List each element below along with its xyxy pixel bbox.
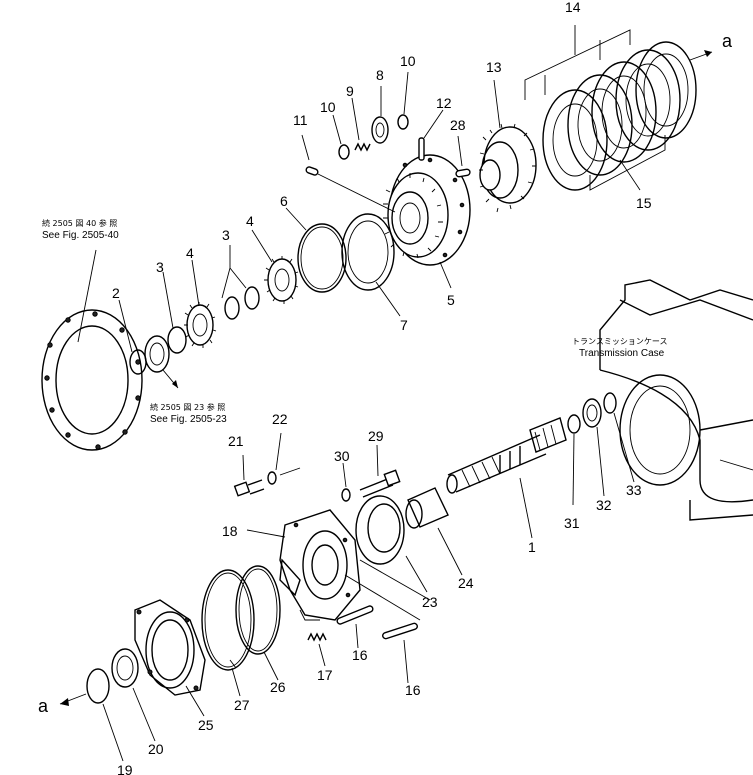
pin-16b: [382, 622, 418, 640]
ref-fig-2505-40-jp: 続 2505 図 40 参 照: [42, 218, 117, 228]
label-part-24: 24: [458, 575, 474, 591]
gear-4a: [184, 302, 217, 348]
washer-10a: [338, 144, 350, 160]
pin-11: [305, 166, 396, 213]
housing-flange: [41, 309, 143, 451]
washer-22: [267, 467, 301, 485]
ref-fig-2505-23: See Fig. 2505-23: [150, 414, 227, 425]
o-ring-26: [235, 565, 281, 655]
bolt-29: [359, 469, 401, 498]
label-part-5: 5: [447, 292, 455, 308]
label-part-22: 22: [272, 411, 288, 427]
label-part-10b: 10: [400, 53, 416, 69]
label-part-31: 31: [564, 515, 580, 531]
label-part-8: 8: [376, 67, 384, 83]
arrow-a-bottom: [59, 693, 87, 706]
label-part-21: 21: [228, 433, 244, 449]
spring-9: [354, 142, 371, 152]
ref-fig-2505-23-jp: 続 2505 図 23 参 照: [150, 402, 225, 412]
reference-notes: 続 2505 図 40 参 照 See Fig. 2505-40 続 2505 …: [42, 218, 667, 425]
transmission-case: [599, 279, 753, 521]
pin-28: [455, 168, 471, 178]
case-label-en: Transmission Case: [579, 348, 665, 359]
clutch-pack-14-15: [524, 25, 697, 191]
label-part-7: 7: [400, 317, 408, 333]
washer-10b: [397, 114, 409, 130]
label-part-25: 25: [198, 717, 214, 733]
label-arrow-a-top: a: [722, 31, 733, 51]
label-part-16a: 16: [352, 647, 368, 663]
label-part-28: 28: [450, 117, 466, 133]
bushing-24: [405, 487, 449, 529]
label-part-26: 26: [270, 679, 286, 695]
case-label-jp: トランスミッションケース: [572, 337, 667, 346]
label-part-4a: 4: [186, 245, 194, 261]
label-part-15: 15: [636, 195, 652, 211]
seal-20: [111, 648, 139, 688]
shaft-1: [446, 417, 567, 494]
label-part-29: 29: [368, 428, 384, 444]
gear-13: [479, 123, 537, 213]
pump-body-18: [279, 509, 431, 621]
arrow-a-top: [689, 50, 713, 61]
spring-17: [307, 632, 327, 642]
label-part-18: 18: [222, 523, 238, 539]
ring-3a: [167, 326, 187, 354]
ring-31: [567, 414, 581, 434]
label-part-2: 2: [112, 285, 120, 301]
leader-lines: [77, 71, 635, 762]
pin-16a: [336, 605, 374, 625]
label-part-16b: 16: [405, 682, 421, 698]
ref-fig-2505-40: See Fig. 2505-40: [42, 230, 119, 241]
cover-25: [134, 599, 206, 696]
bearing-8: [371, 116, 389, 144]
label-part-27: 27: [234, 697, 250, 713]
label-part-33: 33: [626, 482, 642, 498]
label-part-1: 1: [528, 539, 536, 555]
label-part-17: 17: [317, 667, 333, 683]
seal-ring-7: [341, 213, 395, 291]
label-part-10a: 10: [320, 99, 336, 115]
part-number-labels: 1 2 3 3 4 4 5 6 7 8 9 10 10 11 12 13 14 …: [38, 0, 733, 775]
label-arrow-a-bottom: a: [38, 696, 49, 716]
o-ring-6: [297, 223, 347, 293]
label-part-23: 23: [422, 594, 438, 610]
label-part-32: 32: [596, 497, 612, 513]
label-part-13: 13: [486, 59, 502, 75]
label-part-3a: 3: [156, 259, 164, 275]
bearing-32: [582, 398, 602, 428]
label-part-14: 14: [565, 0, 581, 15]
snap-ring-19: [86, 668, 110, 704]
pin-12: [418, 137, 425, 161]
gear-4b: [264, 256, 299, 304]
bearing-near-2: [144, 335, 179, 389]
label-part-9: 9: [346, 83, 354, 99]
bolt-21: [233, 479, 265, 497]
label-part-30: 30: [334, 448, 350, 464]
label-part-19: 19: [117, 762, 133, 775]
ring-3b-pair: [224, 286, 260, 320]
ring-23: [355, 495, 405, 565]
ring-33: [603, 392, 617, 414]
washer-30: [341, 488, 351, 502]
label-part-6: 6: [280, 193, 288, 209]
label-part-20: 20: [148, 741, 164, 757]
label-part-12: 12: [436, 95, 452, 111]
label-part-4b: 4: [246, 213, 254, 229]
label-part-11: 11: [293, 112, 308, 128]
o-ring-27: [201, 569, 255, 671]
label-part-3b: 3: [222, 227, 230, 243]
pump-housing-5: [383, 154, 471, 266]
